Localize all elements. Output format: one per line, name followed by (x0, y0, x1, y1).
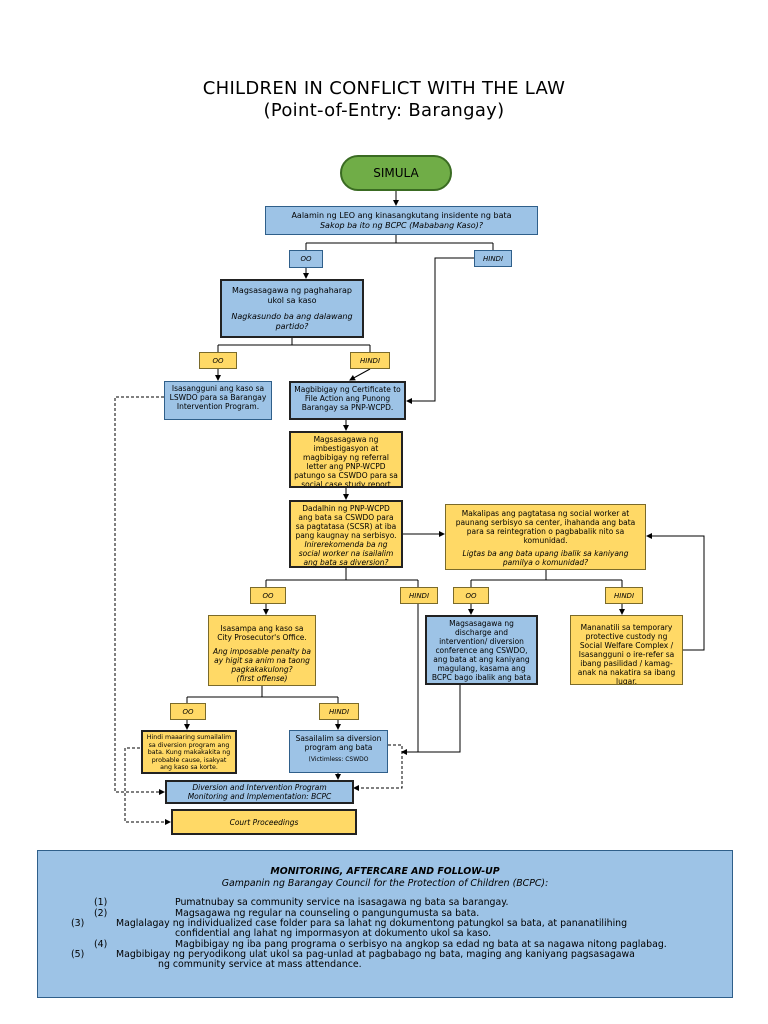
node-investigation: Magsasagawa ng imbestigasyon at magbibig… (289, 431, 403, 488)
node-certificate-to-file: Magbibigay ng Certificate to File Action… (289, 381, 406, 420)
node-lswdo-referral: Isasangguni ang kaso sa LSWDO para sa Ba… (164, 381, 272, 420)
monitoring-item-num: (2) (94, 908, 108, 919)
node-investigation-text: Magsasagawa ng imbestigasyon at magbibig… (294, 435, 398, 488)
node-cswdo-assessment-text: Dadalhin ng PNP-WCPD ang bata sa CSWDO p… (295, 504, 397, 540)
label-oo-5: OO (170, 703, 206, 720)
label-oo-1: OO (289, 250, 323, 268)
label-hindi-2: HINDI (350, 352, 390, 369)
node-diversion-program-text: Sasailalim sa diversion program ang bata (295, 734, 382, 752)
node-discharge-conference: Magsasagawa ng discharge and interventio… (425, 615, 538, 685)
monitoring-item-text-cont: ng community service at mass attendance. (158, 959, 362, 970)
monitoring-item-text: Magbibigay ng iba pang programa o serbis… (175, 939, 667, 950)
node-discharge-conference-text: Magsasagawa ng discharge and interventio… (431, 619, 532, 683)
monitoring-item-num: (4) (94, 939, 108, 950)
monitoring-item-text-cont: confidential ang lahat ng impormasyon at… (175, 928, 492, 939)
node-reintegration-text: Makalipas ang pagtatasa ng social worker… (455, 509, 636, 545)
node-court-proceedings: Court Proceedings (171, 809, 357, 835)
node-no-diversion: Hindi maaaring sumailalim sa diversion p… (141, 730, 237, 774)
node-mediation-question: Nagkasundo ba ang dalawang partido? (231, 312, 353, 331)
node-bcpc-monitoring: Diversion and Intervention Program Monit… (165, 780, 354, 804)
label-hindi-3: HINDI (400, 587, 438, 604)
node-leo-assessment: Aalamin ng LEO ang kinasangkutang inside… (265, 206, 538, 235)
page-subtitle: (Point-of-Entry: Barangay) (263, 100, 505, 121)
page-title: CHILDREN IN CONFLICT WITH THE LAW (202, 78, 566, 99)
node-bcpc-monitoring-line1: Diversion and Intervention Program (192, 783, 327, 792)
node-diversion-program-note: (Victimless: CSWDO (308, 756, 369, 763)
node-temporary-custody-text: Mananatili sa temporary protective custo… (577, 623, 676, 685)
node-prosecutor-note: (first offense) (236, 674, 288, 683)
monitoring-item-num: (5) (71, 949, 85, 960)
monitoring-item-text: Magbibigay ng peryodikong ulat ukol sa p… (116, 949, 635, 960)
label-oo-2: OO (199, 352, 237, 369)
label-oo-4: OO (453, 587, 489, 604)
node-prosecutor: Isasampa ang kaso sa City Prosecutor's O… (208, 615, 316, 686)
node-reintegration-question: Ligtas ba ang bata upang ibalik sa kaniy… (462, 549, 629, 567)
node-temporary-custody: Mananatili sa temporary protective custo… (570, 615, 683, 685)
node-court-proceedings-text: Court Proceedings (229, 817, 299, 827)
node-bcpc-monitoring-line2: Monitoring and Implementation: BCPC (187, 792, 332, 801)
monitoring-subheading: Gampanin ng Barangay Council for the Pro… (221, 878, 549, 889)
monitoring-item-text: Pumatnubay sa community service na isasa… (175, 897, 509, 908)
node-diversion-program: Sasailalim sa diversion program ang bata… (289, 730, 388, 773)
node-cswdo-question: Inirerekomenda ba ng social worker na is… (298, 540, 394, 567)
node-certificate-to-file-text: Magbibigay ng Certificate to File Action… (294, 385, 401, 412)
monitoring-item-num: (1) (94, 897, 108, 908)
label-hindi-5: HINDI (319, 703, 359, 720)
node-no-diversion-text: Hindi maaaring sumailalim sa diversion p… (146, 734, 232, 772)
node-leo-question: Sakop ba ito ng BCPC (Mababang Kaso)? (319, 220, 484, 230)
node-lswdo-referral-text: Isasangguni ang kaso sa LSWDO para sa Ba… (169, 384, 267, 411)
label-oo-3: OO (250, 587, 286, 604)
node-prosecutor-text: Isasampa ang kaso sa City Prosecutor's O… (217, 624, 307, 642)
monitoring-panel: MONITORING, AFTERCARE AND FOLLOW-UP Gamp… (37, 850, 733, 998)
node-prosecutor-question: Ang imposable penalty ba ay higit sa ani… (212, 647, 312, 674)
node-mediation-text: Magsasagawa ng paghaharap ukol sa kaso (232, 286, 352, 305)
node-reintegration: Makalipas ang pagtatasa ng social worker… (445, 504, 646, 570)
monitoring-item-text: Maglalagay ng individualized case folder… (116, 918, 628, 929)
label-hindi-1: HINDI (474, 250, 512, 267)
label-hindi-4: HINDI (605, 587, 643, 604)
start-node: SIMULA (340, 155, 452, 191)
node-mediation: Magsasagawa ng paghaharap ukol sa kaso N… (220, 279, 364, 338)
node-leo-assessment-text: Aalamin ng LEO ang kinasangkutang inside… (291, 210, 512, 220)
monitoring-heading: MONITORING, AFTERCARE AND FOLLOW-UP (270, 866, 500, 877)
monitoring-item-num: (3) (71, 918, 85, 929)
node-cswdo-assessment: Dadalhin ng PNP-WCPD ang bata sa CSWDO p… (289, 500, 403, 568)
monitoring-item-text: Magsagawa ng regular na counseling o pan… (175, 908, 480, 919)
